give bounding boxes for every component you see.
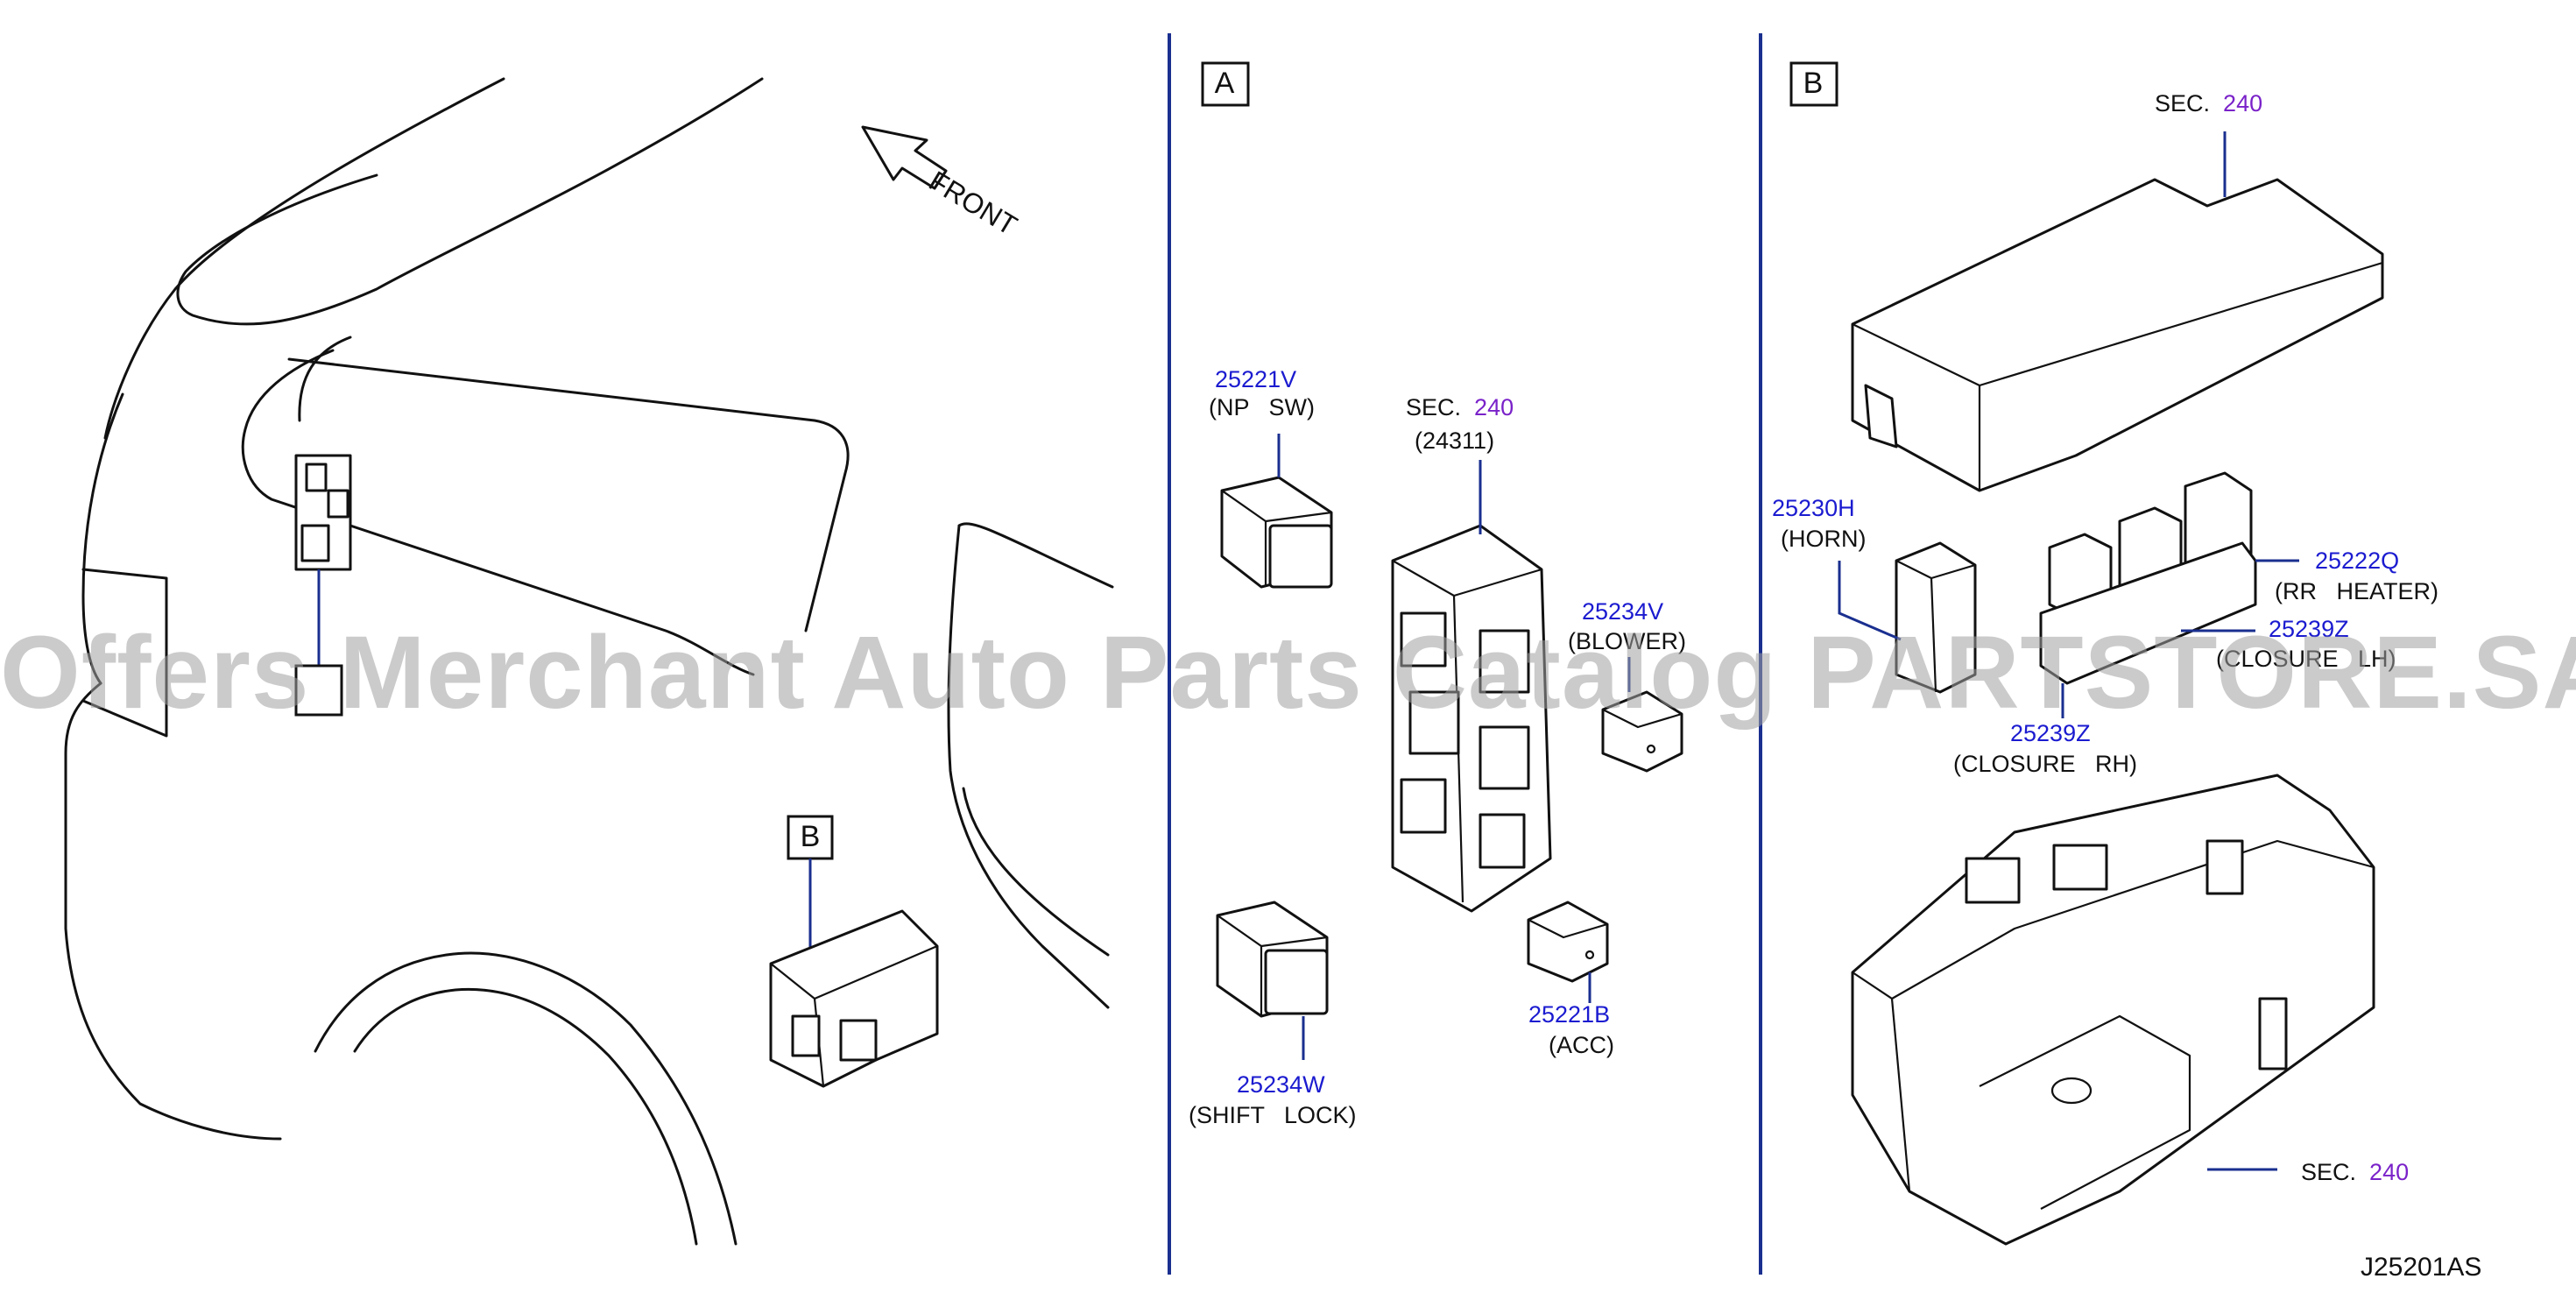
fuse-box-base [1851, 774, 2375, 1246]
panel-label-b: B [1803, 67, 1824, 100]
part-number-25239Z-lh[interactable]: 25239Z [2269, 616, 2349, 642]
relay-25221B [1527, 901, 1609, 1003]
part-desc-25221V: (NP SW) [1209, 394, 1315, 420]
part-number-25221B[interactable]: 25221B [1528, 1001, 1611, 1028]
part-number-25222Q[interactable]: 25222Q [2315, 548, 2400, 574]
diagram-code: J25201AS [2361, 1253, 2482, 1282]
relay-cluster-25222Q-25239Z [2039, 471, 2299, 718]
part-number-25230H[interactable]: 25230H [1772, 495, 1855, 521]
part-desc-25230H: (HORN) [1781, 526, 1867, 552]
part-desc-25222Q: (RR HEATER) [2275, 578, 2438, 604]
fuse-block-24311 [1391, 460, 1552, 913]
relay-25221V [1220, 434, 1333, 589]
relay-25234W [1216, 901, 1329, 1060]
front-arrow-icon [861, 125, 948, 190]
relay-25234V [1601, 657, 1683, 773]
section-ref-a-sub: (24311) [1415, 427, 1495, 454]
panel-label-a: A [1214, 67, 1235, 100]
part-number-25239Z-rh[interactable]: 25239Z [2010, 720, 2091, 746]
vehicle-fuse-block-a [294, 454, 352, 717]
part-number-25234W[interactable]: 25234W [1237, 1071, 1325, 1098]
section-ref-a-top[interactable]: SEC. 240 [1406, 394, 1514, 420]
part-number-25234V[interactable]: 25234V [1582, 598, 1664, 625]
overview-label-b: B [800, 820, 821, 853]
part-desc-25239Z-rh: (CLOSURE RH) [1953, 751, 2138, 777]
relay-25230H [1838, 541, 1977, 694]
part-desc-25239Z-lh: (CLOSURE LH) [2216, 646, 2396, 672]
part-number-25221V[interactable]: 25221V [1215, 366, 1297, 392]
part-desc-25221B: (ACC) [1549, 1032, 1614, 1058]
vehicle-outline [64, 77, 1114, 1246]
section-ref-b-top[interactable]: SEC. 240 [2155, 90, 2263, 117]
part-desc-25234V: (BLOWER) [1568, 628, 1686, 654]
section-ref-b-bottom[interactable]: SEC. 240 [2301, 1159, 2410, 1185]
fuse-box-cover [1851, 131, 2384, 492]
part-desc-25234W: (SHIFT LOCK) [1189, 1102, 1357, 1128]
vehicle-fuse-box-b [769, 815, 939, 1088]
